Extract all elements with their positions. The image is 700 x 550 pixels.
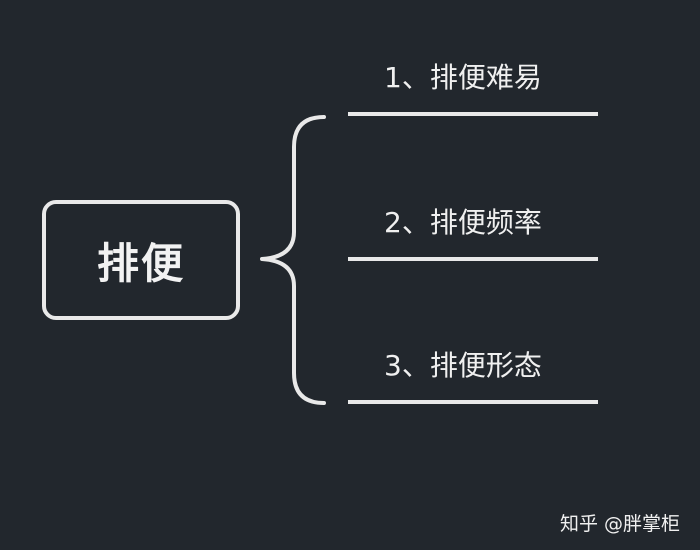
branch-node-3: 3、排便形态	[348, 344, 598, 404]
branch-underline-2	[348, 257, 598, 261]
branch-label-2: 2、排便频率	[384, 206, 542, 239]
watermark: 知乎 @胖掌柜	[559, 513, 680, 535]
branch-label-1: 1、排便难易	[384, 61, 542, 94]
branch-underline-1	[348, 112, 598, 116]
branch-underline-3	[348, 400, 598, 404]
branch-label-3: 3、排便形态	[384, 349, 542, 382]
curly-brace	[260, 115, 326, 405]
root-node: 排便	[42, 200, 240, 320]
root-node-label: 排便	[96, 238, 185, 288]
branch-node-1: 1、排便难易	[348, 56, 598, 116]
branch-node-2: 2、排便频率	[348, 201, 598, 261]
